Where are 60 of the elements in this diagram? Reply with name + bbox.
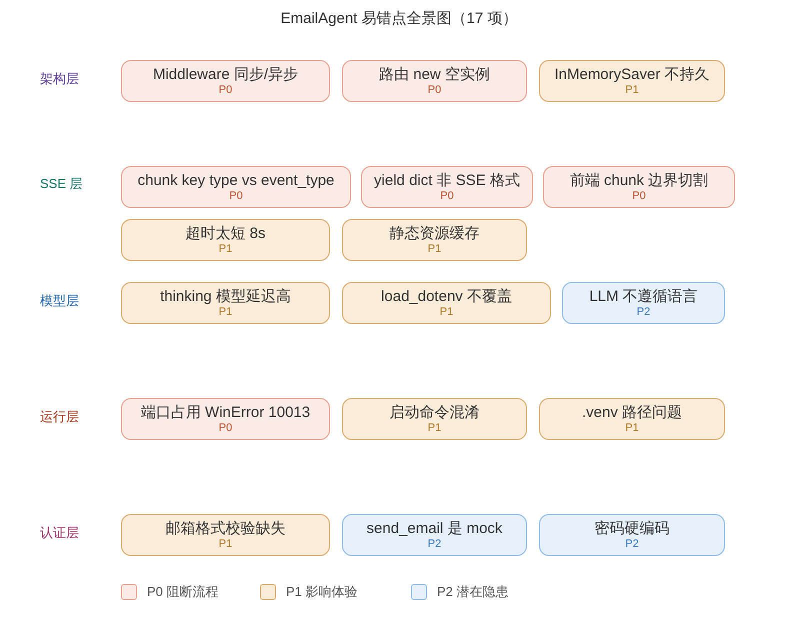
issue-card — [361, 166, 533, 208]
issue-card — [342, 514, 527, 556]
priority-tag: P0 — [440, 190, 454, 202]
issue-title: .venv 路径问题 — [582, 404, 682, 422]
priority-tag: P1 — [625, 422, 639, 434]
priority-tag: P1 — [428, 422, 442, 434]
issue-title: thinking 模型延迟高 — [160, 288, 291, 306]
issue-title: 邮箱格式校验缺失 — [166, 520, 286, 538]
issue-card — [342, 219, 527, 261]
layer-label: 架构层 — [40, 70, 79, 88]
issue-title: 端口占用 WinError 10013 — [140, 404, 310, 422]
priority-tag: P2 — [636, 306, 650, 318]
issue-card — [543, 166, 735, 208]
layer-label: 认证层 — [40, 524, 79, 542]
layer-label: 模型层 — [40, 292, 79, 310]
issue-card — [342, 398, 527, 440]
issue-card — [539, 60, 725, 102]
legend-label: P1 影响体验 — [286, 584, 358, 600]
priority-tag: P1 — [218, 306, 232, 318]
issue-card — [121, 60, 330, 102]
issue-card — [342, 60, 527, 102]
issue-title: 超时太短 8s — [185, 225, 266, 243]
priority-tag: P1 — [625, 84, 639, 96]
legend-label: P2 潜在隐患 — [437, 584, 509, 600]
issue-card — [121, 282, 330, 324]
priority-tag: P1 — [440, 306, 454, 318]
issue-title: 静态资源缓存 — [390, 225, 480, 243]
layer-label: 运行层 — [40, 408, 79, 426]
priority-tag: P0 — [632, 190, 646, 202]
layer-label: SSE 层 — [40, 175, 83, 193]
issue-title: 路由 new 空实例 — [379, 66, 490, 84]
issue-title: yield dict 非 SSE 格式 — [374, 172, 520, 190]
priority-tag: P1 — [218, 538, 232, 550]
issue-card — [121, 219, 330, 261]
issue-title: send_email 是 mock — [366, 520, 502, 538]
issue-card — [539, 398, 725, 440]
issue-card — [121, 514, 330, 556]
priority-tag: P0 — [229, 190, 243, 202]
issue-card — [539, 514, 725, 556]
issue-title: 密码硬编码 — [594, 520, 670, 538]
issue-title: LLM 不遵循语言 — [589, 288, 698, 306]
priority-tag: P1 — [218, 243, 232, 255]
issue-title: chunk key type vs event_type — [138, 172, 334, 190]
legend-label: P0 阻断流程 — [147, 584, 219, 600]
diagram-title: EmailAgent 易错点全景图（17 项） — [280, 9, 518, 29]
issue-title: Middleware 同步/异步 — [152, 66, 298, 84]
priority-tag: P2 — [625, 538, 639, 550]
priority-tag: P0 — [428, 84, 442, 96]
issue-title: InMemorySaver 不持久 — [554, 66, 710, 84]
issue-card — [121, 398, 330, 440]
priority-tag: P1 — [428, 243, 442, 255]
priority-tag: P2 — [428, 538, 442, 550]
issue-title: load_dotenv 不覆盖 — [381, 288, 512, 306]
issue-card — [121, 166, 351, 208]
issue-card — [342, 282, 551, 324]
priority-tag: P0 — [218, 84, 232, 96]
issue-title: 启动命令混淆 — [390, 404, 480, 422]
issue-card — [562, 282, 725, 324]
issue-title: 前端 chunk 边界切割 — [570, 172, 708, 190]
priority-tag: P0 — [218, 422, 232, 434]
